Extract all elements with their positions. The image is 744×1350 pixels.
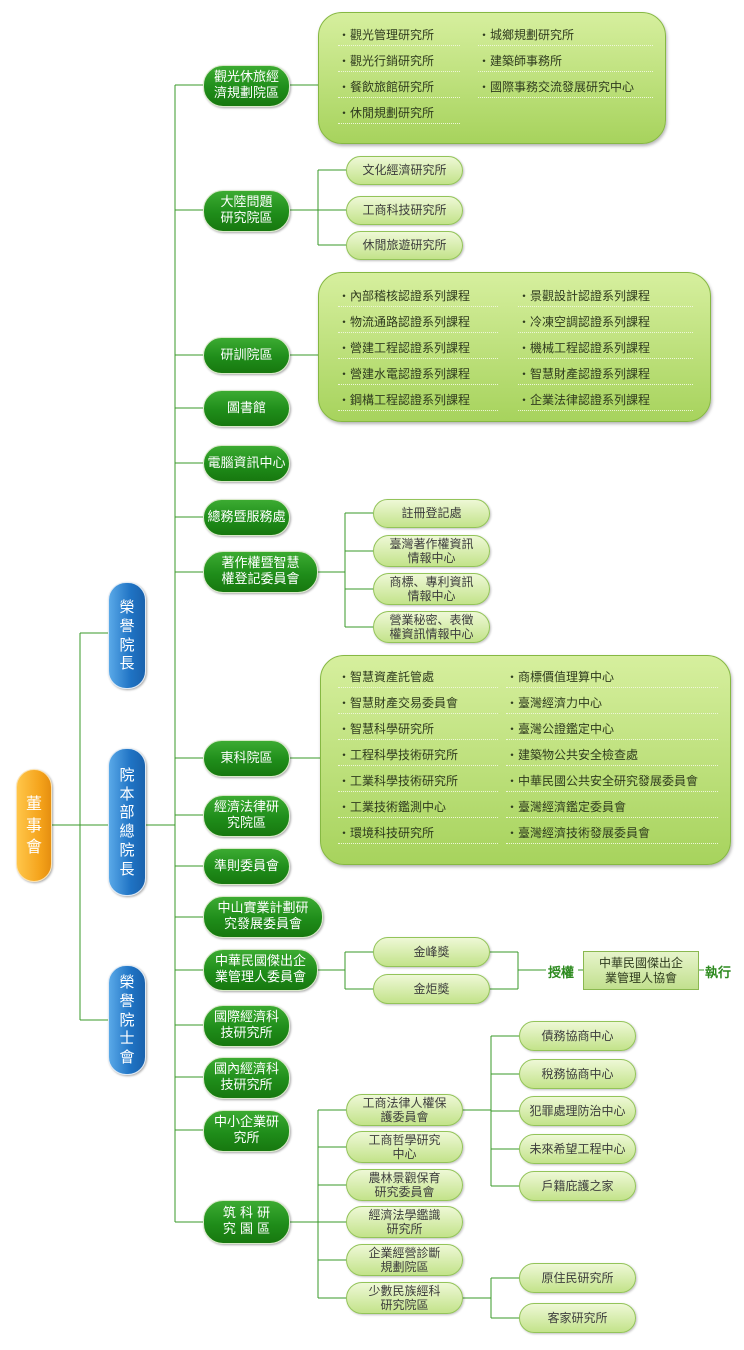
unit-sme[interactable]: 中小企業研 究所 [203, 1110, 290, 1152]
copyright-item[interactable]: 商標、專利資訊 情報中心 [373, 573, 490, 605]
zhuke-item[interactable]: 少數民族經科 研究院區 [346, 1282, 463, 1314]
unit-intl[interactable]: 國際經濟科 技研究所 [203, 1005, 290, 1047]
unit-mainland[interactable]: 大陸問題 研究院區 [203, 190, 290, 232]
law-center-item[interactable]: 債務協商中心 [519, 1021, 636, 1051]
law-center-item[interactable]: 犯罪處理防治中心 [519, 1096, 636, 1126]
dongke-item: ・工業科學技術研究所 [338, 772, 498, 792]
unit-econlaw[interactable]: 經濟法律研 究院區 [203, 795, 290, 837]
unit-computer[interactable]: 電腦資訊中心 [203, 445, 290, 482]
authorize-label: 授權 [548, 966, 575, 981]
unit-library[interactable]: 圖書館 [203, 390, 290, 427]
minority-institute-item[interactable]: 客家研究所 [519, 1303, 636, 1333]
law-center-item[interactable]: 戶籍庇護之家 [519, 1171, 636, 1201]
law-center-item[interactable]: 稅務協商中心 [519, 1059, 636, 1089]
unit-zhuke[interactable]: 筑 科 研 究 園 區 [203, 1200, 290, 1244]
tourism-item: ・觀光管理研究所 [338, 26, 460, 46]
zhuke-item[interactable]: 企業經營診斷 規劃院區 [346, 1244, 463, 1276]
tourism-item: ・國際事務交流發展研究中心 [478, 78, 653, 98]
general-president-node[interactable]: 院本部總院長 [108, 748, 146, 896]
training-item: ・物流通路認證系列課程 [338, 313, 498, 333]
dongke-items-box [320, 655, 731, 865]
unit-general[interactable]: 總務暨服務處 [203, 499, 290, 536]
dongke-item: ・工程科學技術研究所 [338, 746, 498, 766]
unit-tourism[interactable]: 觀光休旅經 濟規劃院區 [203, 65, 290, 107]
unit-dongke[interactable]: 東科院區 [203, 740, 290, 777]
dongke-item: ・建築物公共安全檢查處 [506, 746, 718, 766]
dongke-item: ・臺灣經濟力中心 [506, 694, 718, 714]
dongke-item: ・中華民國公共安全研究發展委員會 [506, 772, 718, 792]
award-golden-peak[interactable]: 金峰獎 [373, 937, 490, 967]
zhuke-item[interactable]: 經濟法學鑑識 研究所 [346, 1206, 463, 1238]
tourism-item: ・建築師事務所 [478, 52, 653, 72]
honorary-president-node[interactable]: 榮譽院長 [108, 582, 146, 689]
unit-domestic[interactable]: 國內經濟科 技研究所 [203, 1057, 290, 1099]
dongke-item: ・臺灣經濟鑑定委員會 [506, 798, 718, 818]
tourism-item: ・觀光行銷研究所 [338, 52, 460, 72]
training-item: ・機械工程認證系列課程 [518, 339, 693, 359]
training-item: ・內部稽核認證系列課程 [338, 287, 498, 307]
mainland-item[interactable]: 工商科技研究所 [346, 196, 463, 225]
training-item: ・營建工程認證系列課程 [338, 339, 498, 359]
honorary-academician-node[interactable]: 榮譽院士會 [108, 965, 146, 1075]
dongke-item: ・智慧科學研究所 [338, 720, 498, 740]
training-item: ・冷凍空調認證系列課程 [518, 313, 693, 333]
copyright-item[interactable]: 營業秘密、表徵 權資訊情報中心 [373, 611, 490, 643]
unit-zhongshan[interactable]: 中山實業計劃研 究發展委員會 [203, 896, 323, 938]
unit-outstanding[interactable]: 中華民國傑出企 業管理人委員會 [203, 949, 318, 991]
dongke-item: ・臺灣經濟技術發展委員會 [506, 824, 718, 844]
unit-standards[interactable]: 準則委員會 [203, 848, 290, 885]
association-box[interactable]: 中華民國傑出企 業管理人協會 [583, 951, 699, 990]
zhuke-item[interactable]: 農林景觀保育 研究委員會 [346, 1169, 463, 1201]
tourism-item: ・城鄉規劃研究所 [478, 26, 653, 46]
law-center-item[interactable]: 未來希望工程中心 [519, 1134, 636, 1164]
dongke-item: ・環境科技研究所 [338, 824, 498, 844]
zhuke-item[interactable]: 工商哲學研究 中心 [346, 1131, 463, 1163]
dongke-item: ・智慧財產交易委員會 [338, 694, 498, 714]
copyright-item[interactable]: 註冊登記處 [373, 499, 490, 528]
tourism-item: ・餐飲旅館研究所 [338, 78, 460, 98]
award-golden-torch[interactable]: 金炬獎 [373, 974, 490, 1004]
training-items-box [318, 272, 711, 422]
unit-copyright[interactable]: 著作權暨智慧 權登記委員會 [203, 551, 318, 593]
dongke-item: ・臺灣公證鑑定中心 [506, 720, 718, 740]
dongke-item: ・工業技術鑑測中心 [338, 798, 498, 818]
zhuke-item[interactable]: 工商法律人權保 護委員會 [346, 1094, 463, 1126]
mainland-item[interactable]: 休閒旅遊研究所 [346, 231, 463, 260]
dongke-item: ・商標價值理算中心 [506, 668, 718, 688]
minority-institute-item[interactable]: 原住民研究所 [519, 1263, 636, 1293]
training-item: ・鋼構工程認證系列課程 [338, 391, 498, 411]
tourism-item: ・休閒規劃研究所 [338, 104, 460, 124]
execute-label: 執行 [705, 966, 732, 981]
mainland-item[interactable]: 文化經濟研究所 [346, 156, 463, 185]
board-node[interactable]: 董事會 [16, 769, 52, 882]
training-item: ・企業法律認證系列課程 [518, 391, 693, 411]
dongke-item: ・智慧資產託管處 [338, 668, 498, 688]
tourism-items-box [318, 12, 666, 144]
unit-training[interactable]: 研訓院區 [203, 337, 290, 374]
training-item: ・景觀設計認證系列課程 [518, 287, 693, 307]
copyright-item[interactable]: 臺灣著作權資訊 情報中心 [373, 535, 490, 567]
training-item: ・智慧財產認證系列課程 [518, 365, 693, 385]
training-item: ・營建水電認證系列課程 [338, 365, 498, 385]
